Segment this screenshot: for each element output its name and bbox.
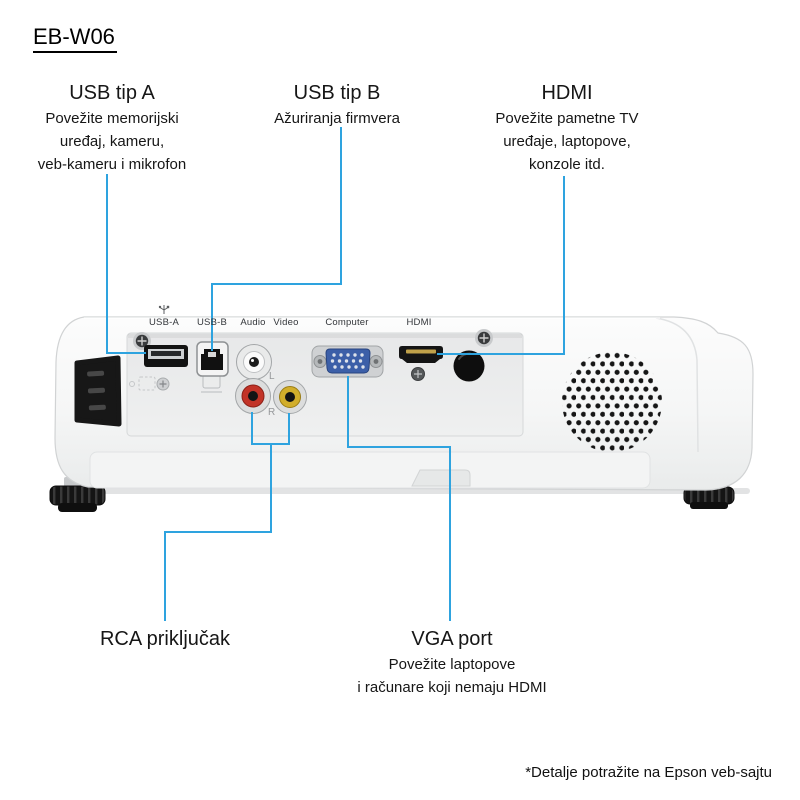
small-screw-icon xyxy=(411,367,425,381)
callout-line-usb-b-horizontal xyxy=(211,283,342,285)
callout-vga: VGA port Povežite laptopove i računare k… xyxy=(332,627,572,699)
callout-line-rca-red-vertical xyxy=(251,412,253,445)
port-label-usb-a: USB-A xyxy=(148,317,180,328)
callout-hdmi-line: Povežite pametne TV xyxy=(495,110,639,127)
callout-line-hdmi-horizontal xyxy=(437,353,565,355)
callout-line-usb-a-horizontal xyxy=(106,352,146,354)
callout-hdmi-title: HDMI xyxy=(541,82,593,104)
callout-line-vga-vertical-upper xyxy=(347,376,349,448)
callout-line-vga-vertical-lower xyxy=(449,446,451,621)
screw-icon xyxy=(475,329,493,347)
callout-usb-a-line: Povežite memorijski xyxy=(45,110,179,127)
vga-port xyxy=(311,345,384,378)
callout-usb-a-line: veb-kameru i mikrofon xyxy=(37,156,187,173)
small-screw-icon xyxy=(156,377,170,391)
footnote: *Detalje potražite na Epson veb-sajtu xyxy=(525,764,772,781)
port-label-video: Video xyxy=(273,317,299,328)
callout-line-rca-stem xyxy=(270,443,272,533)
callout-line-vga-horizontal xyxy=(347,446,451,448)
callout-line-rca-horizontal xyxy=(164,531,272,533)
callout-hdmi-line: uređaje, laptopove, xyxy=(503,133,631,150)
callout-line-hdmi-vertical xyxy=(563,176,565,355)
audio-l-port xyxy=(236,344,272,380)
rca-channel-l-label: L xyxy=(269,371,275,382)
body-seam xyxy=(655,317,699,453)
video-port xyxy=(273,380,307,414)
callout-line-usb-b-vertical-lower xyxy=(211,283,213,351)
port-label-computer: Computer xyxy=(325,317,369,328)
callout-rca-title: RCA priključak xyxy=(99,628,231,650)
page-title: EB-W06 xyxy=(33,24,117,53)
hdmi-port xyxy=(399,346,443,363)
bottom-strip xyxy=(89,451,651,489)
callout-usb-b-line: Ažuriranja firmvera xyxy=(274,110,400,127)
callout-usb-a-line: uređaj, kameru, xyxy=(59,133,165,150)
callout-line-rca-vertical-lower xyxy=(164,531,166,621)
speaker-grille xyxy=(562,352,662,452)
usb-a-port xyxy=(144,345,188,367)
callout-usb-a-title: USB tip A xyxy=(69,82,155,104)
callout-rca: RCA priključak xyxy=(65,627,265,653)
foot-release-lever xyxy=(411,469,471,487)
callout-usb-b: USB tip B Ažuriranja firmvera xyxy=(237,81,437,130)
rca-channel-r-label: R xyxy=(268,407,276,418)
port-panel-inner-shadow xyxy=(128,334,522,338)
callout-usb-a: USB tip A Povežite memorijski uređaj, ka… xyxy=(12,81,212,176)
port-label-hdmi: HDMI xyxy=(406,317,432,328)
callout-vga-title: VGA port xyxy=(411,628,493,650)
port-label-audio: Audio xyxy=(240,317,266,328)
audio-r-port xyxy=(235,378,271,414)
callout-hdmi-line: konzole itd. xyxy=(529,156,605,173)
callout-line-usb-b-vertical-upper xyxy=(340,127,342,285)
callout-vga-line: Povežite laptopove xyxy=(388,656,516,673)
callout-vga-line: i računare koji nemaju HDMI xyxy=(357,679,547,696)
callout-line-rca-yellow-vertical xyxy=(288,413,290,445)
callout-hdmi: HDMI Povežite pametne TV uređaje, laptop… xyxy=(467,81,667,176)
power-inlet xyxy=(74,355,122,427)
callout-line-usb-a-vertical xyxy=(106,174,108,354)
callout-usb-b-title: USB tip B xyxy=(293,82,381,104)
usb-tree-icon xyxy=(158,305,170,314)
ir-receiver xyxy=(453,350,485,382)
port-label-usb-b: USB-B xyxy=(196,317,228,328)
